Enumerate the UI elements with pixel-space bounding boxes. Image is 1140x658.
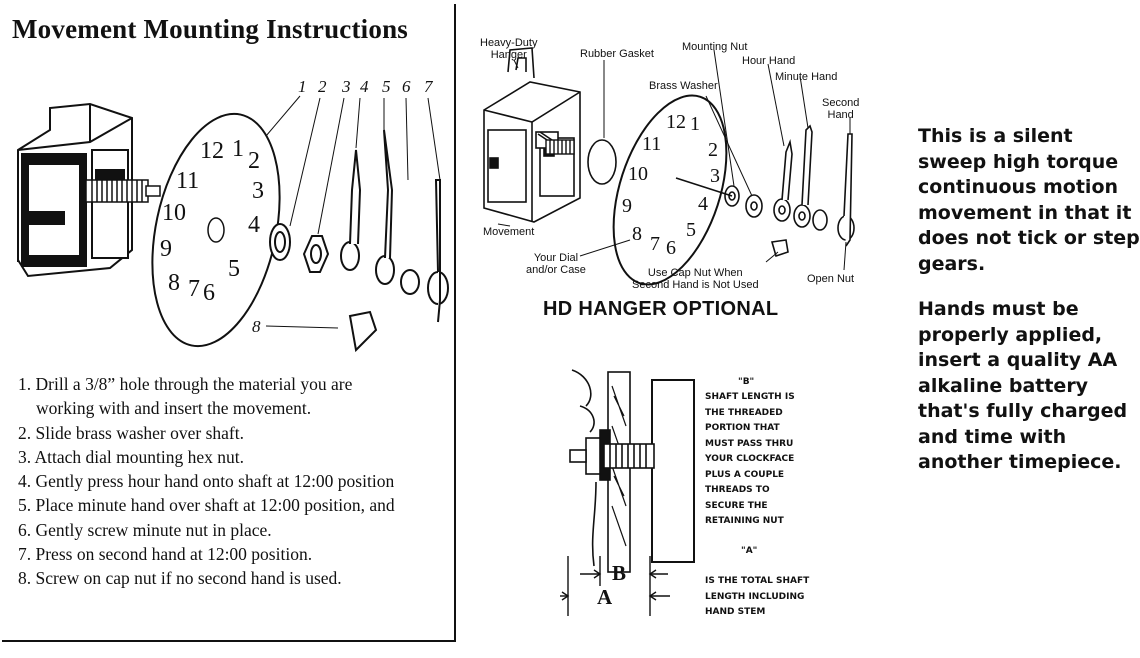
hanger-shaft [545, 139, 575, 155]
svg-text:1: 1 [232, 136, 244, 162]
note-b-line: YOUR CLOCKFACE [705, 454, 795, 464]
step-1-cont: working with and insert the movement. [36, 398, 312, 419]
note-a-line: HAND STEM [705, 607, 766, 617]
instructions-title: Movement Mounting Instructions [12, 14, 408, 44]
step-5: 5. Place minute hand over shaft at 12:00… [18, 495, 395, 516]
description-paragraph-2: Hands must be properly applied, insert a… [918, 298, 1128, 473]
label-your-dial: Your Dial and/or Case [526, 252, 586, 276]
svg-text:12: 12 [666, 111, 686, 133]
note-b-body: SHAFT LENGTH IS THE THREADED PORTION THA… [705, 390, 795, 530]
svg-text:5: 5 [228, 256, 240, 282]
note-b-line: SHAFT LENGTH IS [705, 392, 795, 402]
svg-text:11: 11 [176, 168, 199, 194]
hanger-dial [612, 94, 728, 286]
shaft-length-diagram [560, 369, 695, 616]
hanger-leaders [497, 49, 851, 271]
svg-text:7: 7 [424, 77, 434, 96]
hanger-dial-numerals: 12 1 2 3 4 5 6 7 8 9 10 11 [622, 111, 720, 259]
note-a-body: IS THE TOTAL SHAFT LENGTH INCLUDING HAND… [705, 574, 809, 621]
svg-text:4: 4 [698, 193, 708, 215]
svg-text:1: 1 [298, 77, 307, 96]
exploded-diagram-left: 12 1 2 3 4 5 6 7 8 9 10 11 1 2 3 4 5 6 7 [17, 77, 449, 353]
threaded-shaft [85, 179, 161, 203]
dim-label-a: A [597, 585, 613, 609]
dim-label-b: B [612, 561, 627, 585]
svg-text:10: 10 [162, 200, 186, 226]
label-rubber-gasket: Rubber Gasket [580, 48, 654, 60]
step-2: 2. Slide brass washer over shaft. [18, 422, 244, 443]
note-b-line: PORTION THAT [705, 423, 780, 433]
svg-text:1: 1 [690, 113, 700, 135]
description-paragraph-1: This is a silent sweep high torque conti… [918, 125, 1140, 275]
svg-text:3: 3 [252, 178, 264, 204]
note-a-line: LENGTH INCLUDING [705, 591, 805, 602]
dial-parts [269, 129, 449, 353]
svg-text:8: 8 [168, 270, 180, 296]
step-8: 8. Screw on cap nut if no second hand is… [18, 568, 342, 589]
svg-text:12: 12 [200, 138, 224, 164]
label-hour-hand: Hour Hand [742, 55, 796, 67]
step-4: 4. Gently press hour hand onto shaft at … [18, 471, 395, 492]
note-b-line: THE THREADED [705, 407, 783, 418]
svg-text:2: 2 [318, 77, 327, 96]
instructions-panel [2, 4, 456, 642]
note-b-title: "B" [738, 377, 755, 387]
note-b-line: PLUS A COUPLE [705, 469, 785, 480]
part-numbers: 1 2 3 4 5 6 7 8 [252, 77, 434, 336]
label-second-hand: Second Hand [822, 97, 860, 121]
label-use-cap-nut: Use Cap Nut When Second Hand is Not Used [632, 267, 759, 291]
step-6: 6. Gently screw minute nut in place. [18, 519, 272, 540]
svg-text:7: 7 [650, 233, 660, 255]
label-heavy-duty-hanger: Heavy-Duty Hanger [480, 37, 538, 61]
movement-box [17, 102, 133, 278]
step-3: 3. Attach dial mounting hex nut. [18, 446, 245, 467]
note-b-line: THREADS TO [705, 485, 770, 495]
instruction-steps: 1. Drill a 3/8” hole through the materia… [18, 372, 395, 591]
svg-text:9: 9 [160, 236, 172, 262]
svg-text:5: 5 [686, 219, 696, 241]
note-a-line: IS THE TOTAL SHAFT [705, 576, 810, 586]
svg-text:7: 7 [188, 276, 200, 302]
step-1: 1. Drill a 3/8” hole through the materia… [18, 374, 353, 394]
label-minute-hand: Minute Hand [775, 71, 838, 83]
svg-text:5: 5 [382, 77, 391, 96]
product-description: This is a silent sweep high torque conti… [918, 124, 1140, 496]
exploded-diagram-hanger: 12 1 2 3 4 5 6 7 8 9 10 11 [483, 47, 855, 286]
svg-text:10: 10 [628, 163, 648, 185]
label-movement: Movement [483, 226, 535, 238]
note-b-line: RETAINING NUT [705, 516, 784, 526]
svg-text:6: 6 [203, 280, 215, 306]
svg-text:6: 6 [666, 237, 676, 259]
note-b-line: MUST PASS THRU [705, 438, 794, 449]
note-a-title: "A" [741, 546, 758, 556]
hanger-movement [483, 47, 581, 223]
note-b-line: SECURE THE [705, 500, 768, 511]
step-7: 7. Press on second hand at 12:00 positio… [18, 544, 313, 565]
svg-text:8: 8 [252, 317, 261, 336]
label-brass-washer: Brass Washer [649, 80, 718, 92]
svg-text:11: 11 [642, 133, 661, 155]
leader-lines [265, 95, 441, 329]
svg-text:8: 8 [632, 223, 642, 245]
svg-text:4: 4 [248, 212, 260, 238]
svg-text:2: 2 [708, 139, 718, 161]
svg-text:4: 4 [360, 77, 369, 96]
svg-text:3: 3 [341, 77, 351, 96]
rubber-gasket [587, 139, 617, 185]
svg-text:6: 6 [402, 77, 411, 96]
label-open-nut: Open Nut [807, 273, 855, 285]
svg-text:9: 9 [622, 195, 632, 217]
dial-numerals: 12 1 2 3 4 5 6 7 8 9 10 11 [160, 136, 264, 306]
svg-text:3: 3 [710, 165, 720, 187]
hd-hanger-optional-caption: HD HANGER OPTIONAL [543, 298, 779, 320]
label-mounting-nut: Mounting Nut [682, 41, 748, 53]
svg-text:2: 2 [248, 148, 260, 174]
hanger-parts [675, 124, 855, 258]
